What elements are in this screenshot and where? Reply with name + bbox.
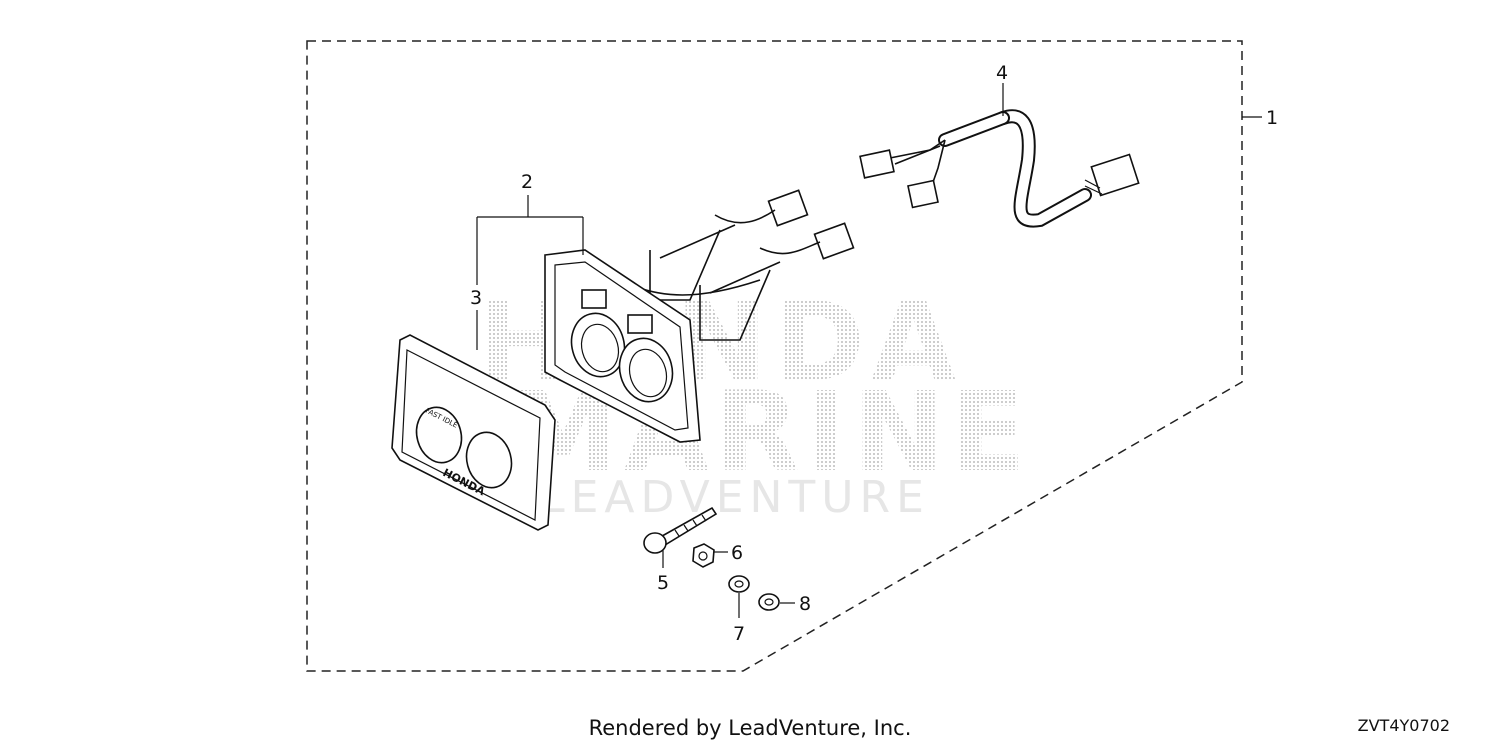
callout-8: 8 <box>799 593 811 615</box>
washer-8 <box>758 593 780 611</box>
callout-2: 2 <box>521 171 533 193</box>
leader-2 <box>477 195 584 255</box>
rendered-by-text: Rendered by LeadVenture, Inc. <box>588 716 912 740</box>
watermark-line3: LEADVENTURE <box>540 472 930 523</box>
callout-6: 6 <box>731 542 743 564</box>
callout-7: 7 <box>733 623 745 645</box>
diagram-code: ZVT4Y0702 <box>1357 716 1450 735</box>
washer-7 <box>728 575 750 593</box>
assembly-boundary <box>306 40 1243 672</box>
meter-cover: FAST IDLE HONDA <box>391 334 556 531</box>
bolt <box>643 506 718 554</box>
callout-4: 4 <box>996 62 1008 84</box>
meter-assembly <box>544 189 855 443</box>
callout-5: 5 <box>657 572 669 594</box>
wire-harness <box>859 83 1140 228</box>
nut <box>692 543 715 568</box>
callout-3: 3 <box>470 287 482 309</box>
callout-1: 1 <box>1266 107 1278 129</box>
